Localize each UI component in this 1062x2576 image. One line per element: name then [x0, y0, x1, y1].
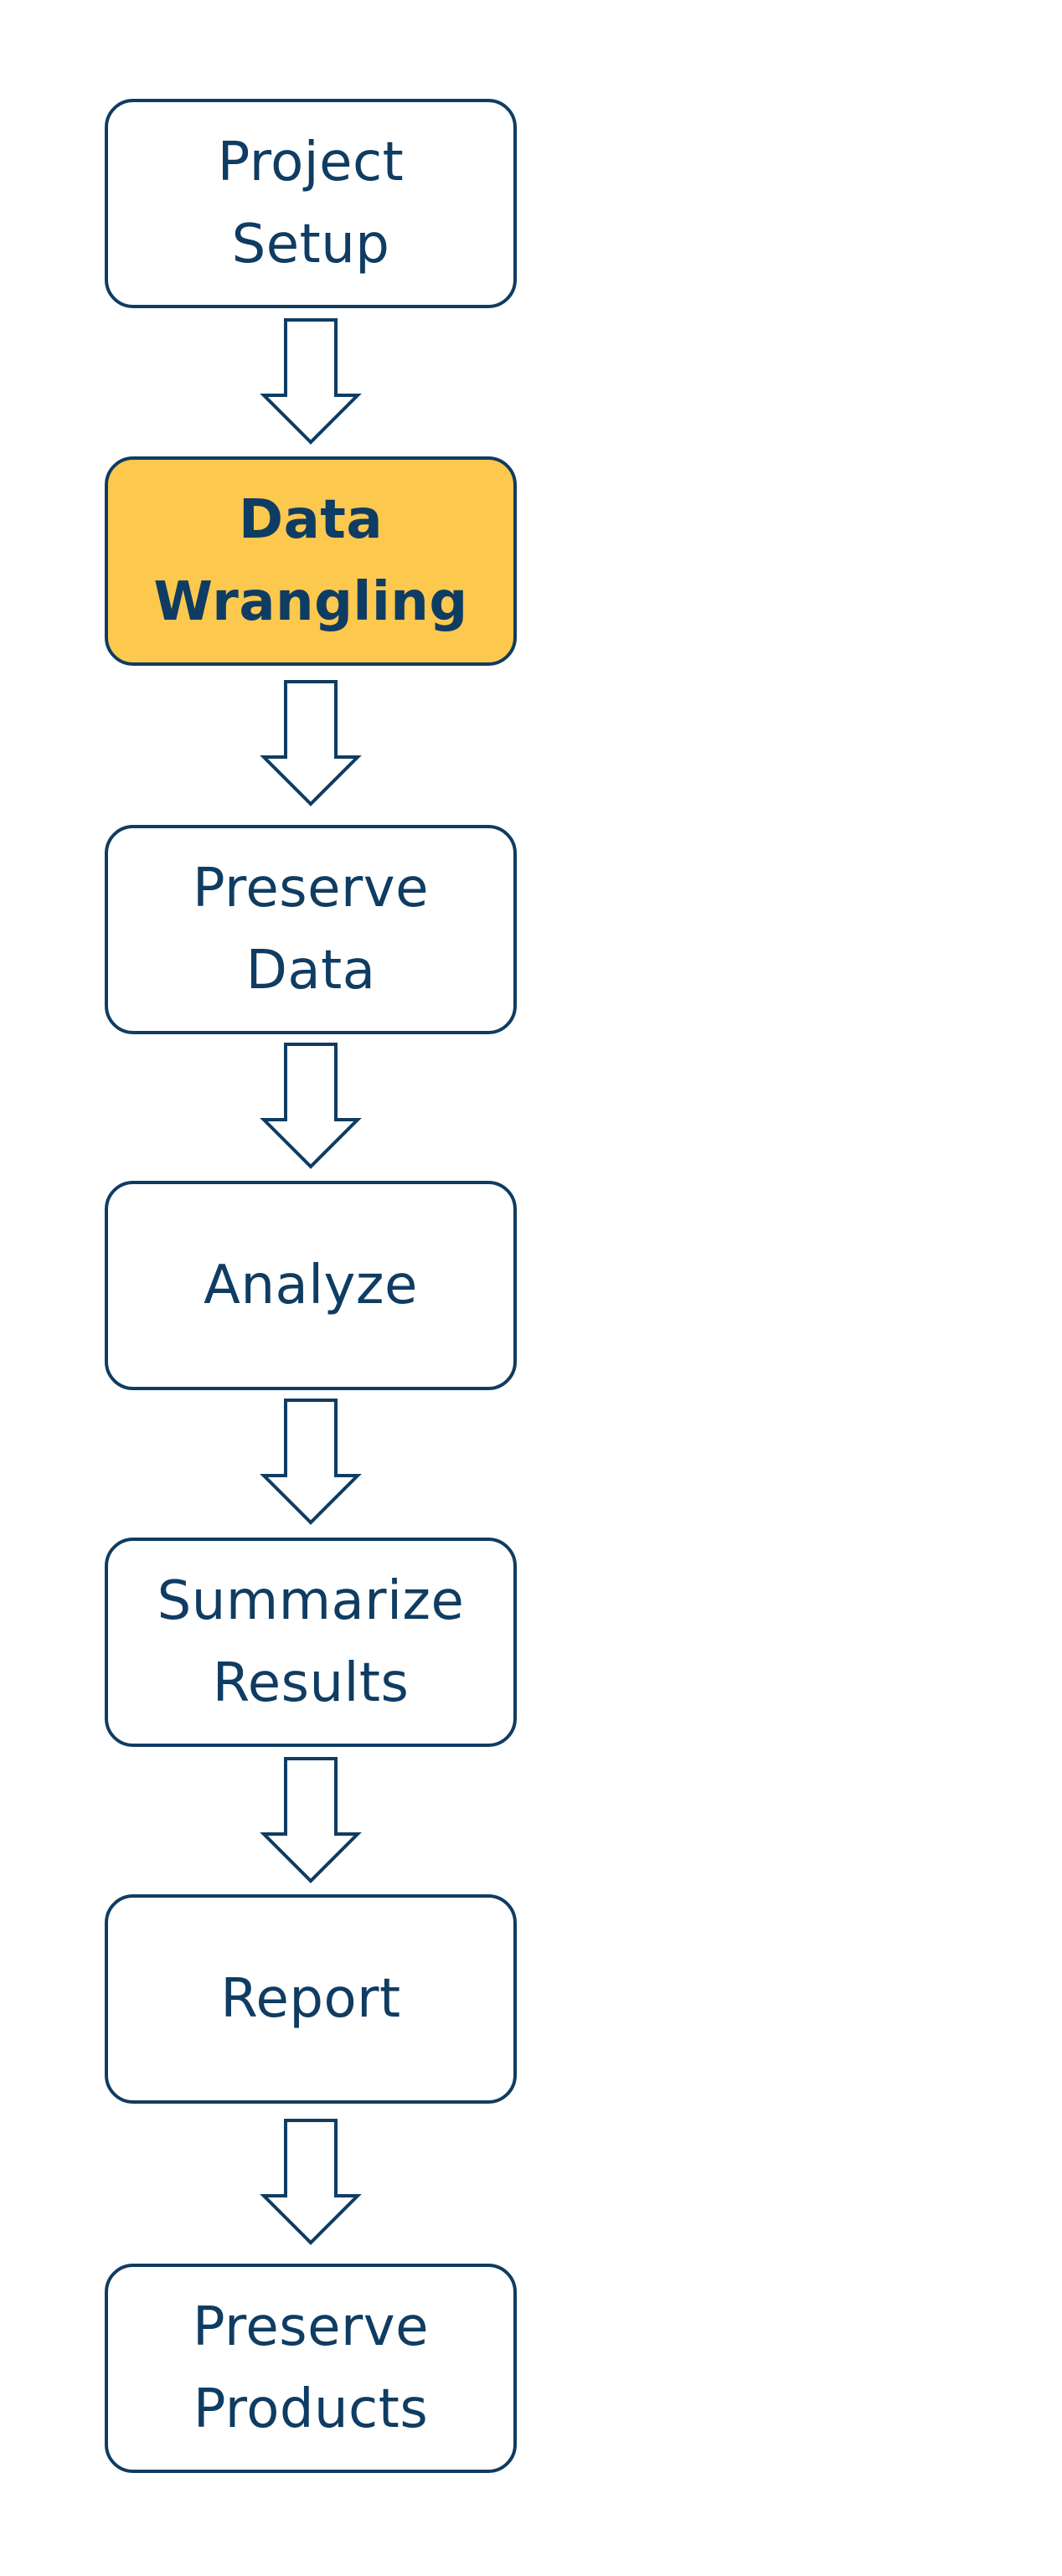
step-preserve-products: Preserve Products	[105, 2264, 517, 2473]
step-label-line: Preserve	[192, 858, 430, 920]
down-arrow-icon	[260, 1757, 362, 1883]
step-report: Report	[105, 1894, 517, 2104]
down-arrow-icon	[260, 2119, 362, 2245]
down-arrow-icon	[260, 1399, 362, 1525]
step-project-setup: Project Setup	[105, 99, 517, 308]
step-label-line: Data	[238, 489, 384, 551]
step-label-line: Setup	[231, 214, 390, 276]
step-label-line: Project	[217, 131, 405, 193]
step-summarize-results: Summarize Results	[105, 1538, 517, 1747]
step-data-wrangling: Data Wrangling	[105, 456, 517, 666]
step-label-line: Summarize	[157, 1570, 465, 1632]
step-analyze: Analyze	[105, 1181, 517, 1390]
step-label-line: Results	[212, 1652, 410, 1714]
down-arrow-icon	[260, 318, 362, 445]
step-label-line: Products	[193, 2378, 429, 2440]
step-label-line: Wrangling	[153, 571, 468, 633]
step-preserve-data: Preserve Data	[105, 825, 517, 1034]
down-arrow-icon	[260, 680, 362, 806]
step-label-line: Report	[220, 1968, 401, 2030]
step-label-line: Preserve	[192, 2296, 430, 2358]
down-arrow-icon	[260, 1043, 362, 1169]
step-label-line: Analyze	[204, 1255, 418, 1316]
step-label-line: Data	[245, 940, 376, 1002]
